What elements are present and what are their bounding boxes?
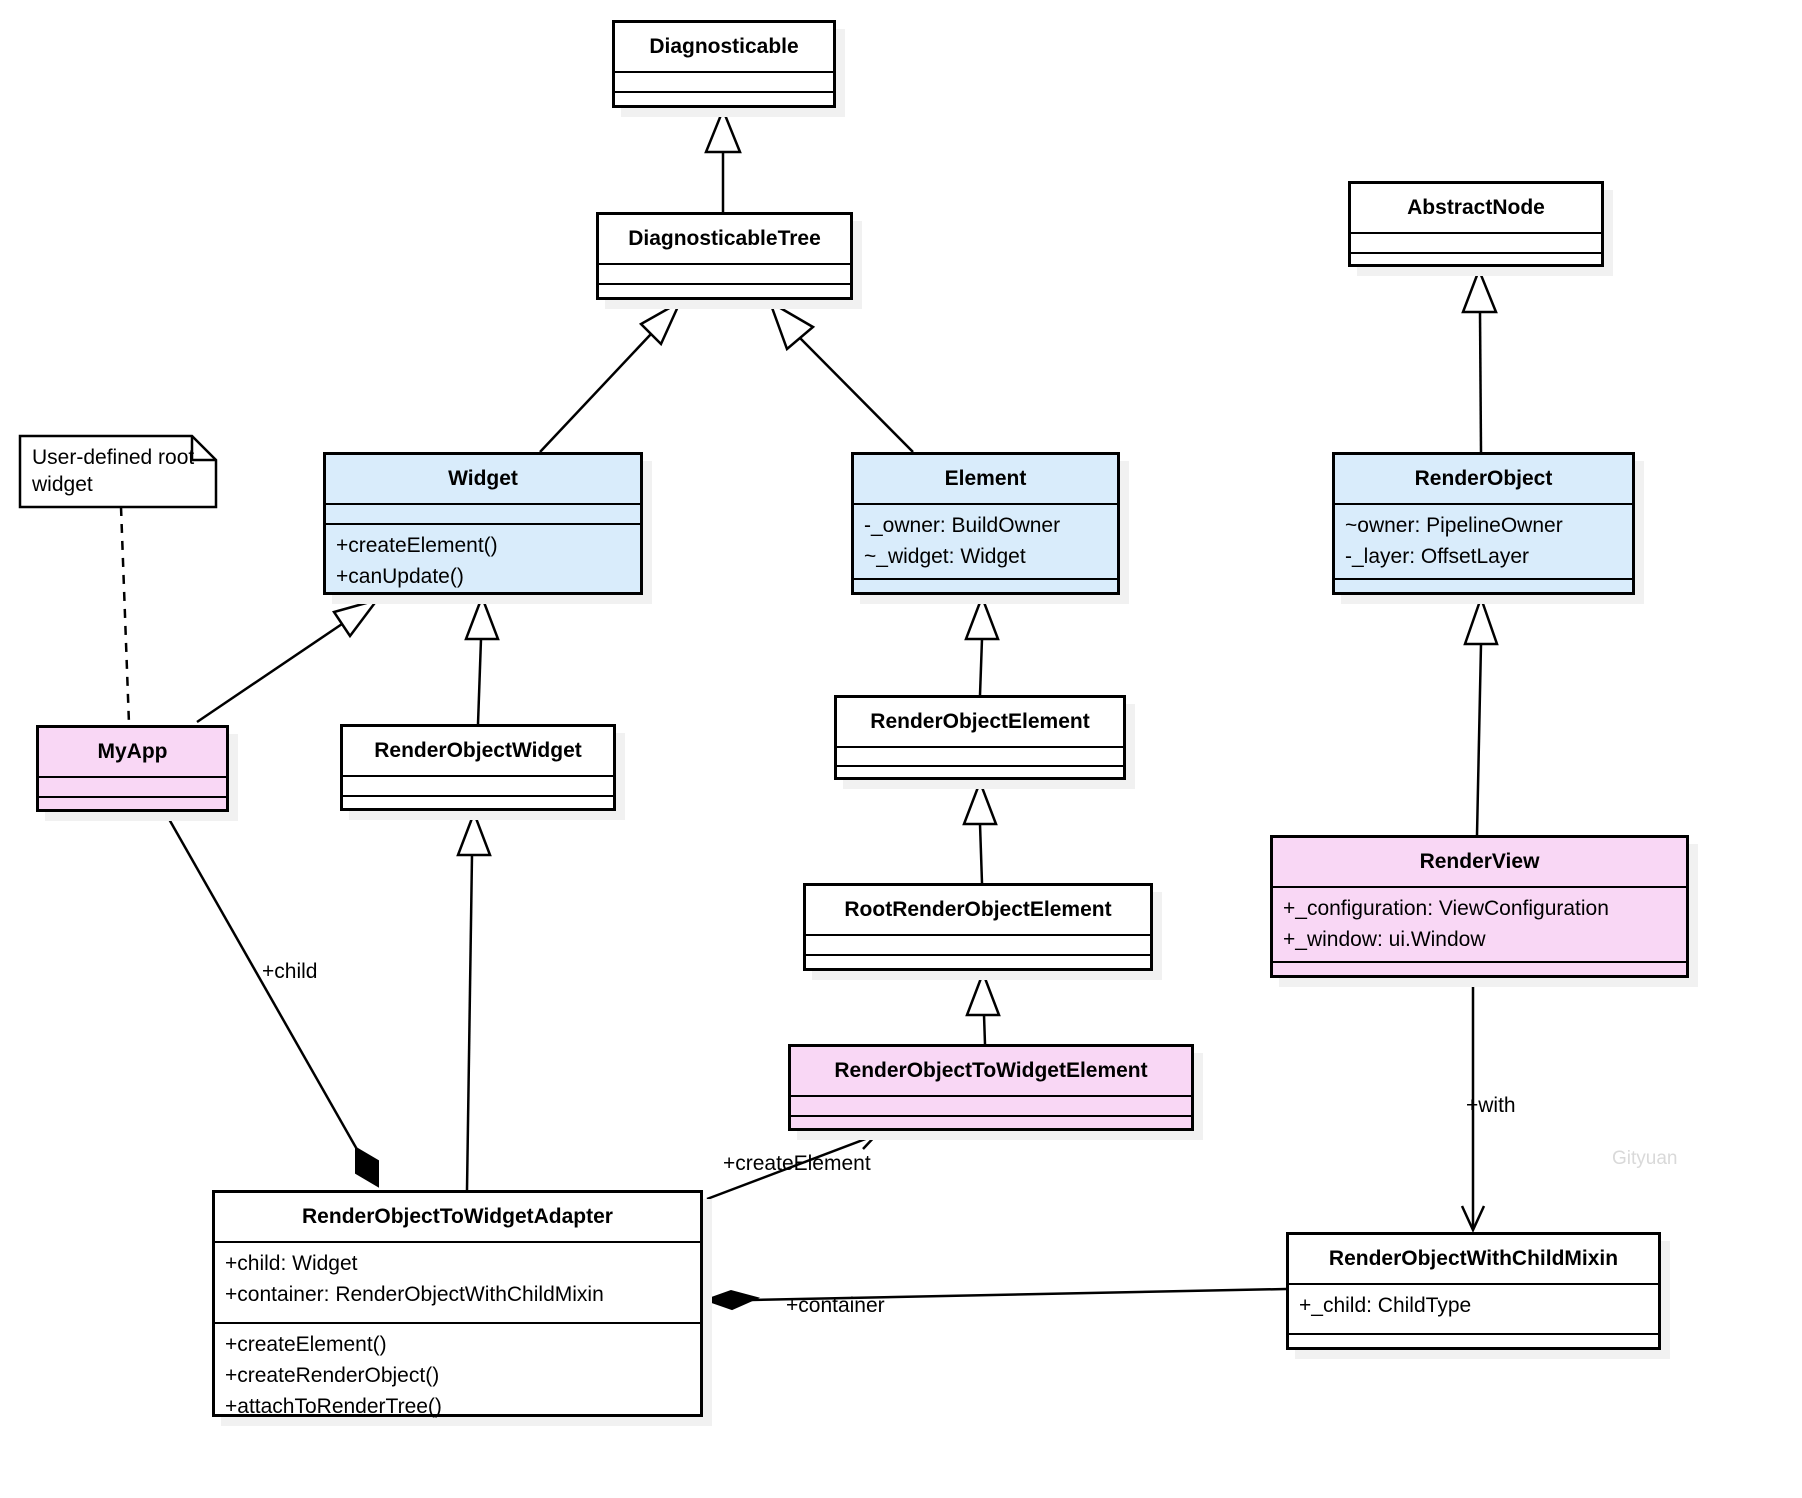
note-shape (18, 434, 218, 725)
attributes-compartment (615, 71, 833, 91)
class-title: Element (944, 467, 1027, 490)
methods-compartment: +createElement() +createRenderObject() +… (215, 1322, 700, 1422)
attributes-compartment (39, 776, 226, 796)
class-widget: Widget +createElement() +canUpdate() (323, 452, 643, 595)
class-title: MyApp (97, 740, 168, 763)
inheritance-renderobject-abstractnode (1461, 266, 1498, 453)
class-title: RenderObjectWidget (374, 739, 582, 762)
attribute: +_window: ui.Window (1283, 928, 1486, 951)
class-renderobjectelement: RenderObjectElement (834, 695, 1126, 780)
class-renderobjecttowidgetelement: RenderObjectToWidgetElement (788, 1044, 1194, 1131)
class-title: Widget (448, 467, 518, 490)
class-title: RenderView (1419, 850, 1540, 873)
class-renderobjecttowidgetadapter: RenderObjectToWidgetAdapter +child: Widg… (212, 1190, 703, 1418)
attributes-compartment: -_owner: BuildOwner ~_widget: Widget (854, 503, 1117, 578)
inheritance-renderobjectelement-element (964, 593, 1000, 696)
methods-compartment: +createElement() +canUpdate() (326, 523, 640, 592)
inheritance-rootrenderobjectelement-renderobjectelement (962, 778, 998, 884)
methods-compartment (1335, 578, 1632, 592)
attributes-compartment (343, 775, 613, 795)
method: +createRenderObject() (225, 1364, 440, 1387)
inheritance-renderobjecttowidgetadapter-renderobjectwidget (456, 809, 492, 1191)
class-title: RenderObjectWithChildMixin (1328, 1247, 1619, 1270)
attribute: -_owner: BuildOwner (864, 514, 1061, 537)
composition-container (702, 1287, 1287, 1311)
methods-compartment (854, 578, 1117, 592)
class-title: RenderObjectToWidgetAdapter (302, 1205, 613, 1228)
class-title: RenderObject (1414, 467, 1553, 490)
inheritance-renderobjectwidget-widget (464, 593, 500, 725)
class-rootrenderobjectelement: RootRenderObjectElement (803, 883, 1153, 971)
methods-compartment (343, 795, 613, 808)
class-diagnosticable: Diagnosticable (612, 20, 836, 108)
edge-label-child: +child (262, 960, 318, 983)
attribute: -_layer: OffsetLayer (1345, 545, 1530, 568)
association-createelement (706, 1129, 881, 1201)
methods-compartment (1273, 961, 1686, 975)
attributes-compartment: +_child: ChildType (1289, 1283, 1658, 1333)
class-renderobject: RenderObject ~owner: PipelineOwner -_lay… (1332, 452, 1635, 595)
attribute: +_child: ChildType (1299, 1294, 1472, 1317)
attributes-compartment (599, 263, 850, 283)
class-myapp: MyApp (36, 725, 229, 812)
methods-compartment (615, 91, 833, 105)
method: +createElement() (225, 1333, 387, 1356)
inheritance-renderobjecttowidgetelement-rootrenderobjectelement (965, 969, 1001, 1045)
class-title: RootRenderObjectElement (844, 898, 1112, 921)
inheritance-renderview-renderobject (1463, 594, 1499, 836)
class-renderobjectwidget: RenderObjectWidget (340, 724, 616, 811)
attributes-compartment: ~owner: PipelineOwner -_layer: OffsetLay… (1335, 503, 1632, 578)
attribute: +_configuration: ViewConfiguration (1283, 897, 1609, 920)
methods-compartment (837, 765, 1123, 777)
edge-label-create-element: +createElement (723, 1152, 871, 1175)
methods-compartment (806, 954, 1150, 968)
attribute: ~_widget: Widget (864, 545, 1026, 568)
attribute: +container: RenderObjectWithChildMixin (225, 1283, 604, 1306)
inheritance-element-diagnosticabletree (767, 299, 914, 453)
attributes-compartment (326, 503, 640, 523)
edge-label-with: +with (1466, 1094, 1516, 1117)
attributes-compartment (806, 934, 1150, 954)
attributes-compartment (837, 746, 1123, 765)
class-title: Diagnosticable (649, 35, 799, 58)
edge-label-container: +container (786, 1294, 885, 1317)
class-title: RenderObjectToWidgetElement (834, 1059, 1148, 1082)
attributes-compartment: +child: Widget +container: RenderObjectW… (215, 1241, 700, 1322)
inheritance-widget-diagnosticabletree (539, 299, 683, 453)
method: +createElement() (336, 534, 498, 557)
attribute: +child: Widget (225, 1252, 358, 1275)
attributes-compartment: +_configuration: ViewConfiguration +_win… (1273, 886, 1686, 961)
methods-compartment (599, 283, 850, 297)
class-title: RenderObjectElement (870, 710, 1090, 733)
class-element: Element -_owner: BuildOwner ~_widget: Wi… (851, 452, 1120, 595)
class-title: AbstractNode (1407, 196, 1545, 219)
method: +canUpdate() (336, 565, 464, 588)
methods-compartment (1289, 1333, 1658, 1347)
methods-compartment (39, 796, 226, 809)
attribute: ~owner: PipelineOwner (1345, 514, 1563, 537)
composition-child (163, 811, 379, 1188)
watermark: Gityuan (1612, 1148, 1678, 1169)
note-user-defined-root-widget: User-defined root widget (32, 446, 195, 496)
inheritance-myapp-widget (196, 597, 381, 724)
class-abstractnode: AbstractNode (1348, 181, 1604, 267)
method: +attachToRenderTree() (225, 1395, 442, 1418)
attributes-compartment (1351, 232, 1601, 252)
association-with (1460, 978, 1486, 1234)
methods-compartment (791, 1115, 1191, 1128)
inheritance-diagnosticabletree-diagnosticable (704, 106, 742, 212)
class-diagnosticabletree: DiagnosticableTree (596, 212, 853, 300)
class-renderobjectwithchildmixin: RenderObjectWithChildMixin +_child: Chil… (1286, 1232, 1661, 1350)
class-title: DiagnosticableTree (628, 227, 821, 250)
attributes-compartment (791, 1095, 1191, 1115)
class-renderview: RenderView +_configuration: ViewConfigur… (1270, 835, 1689, 978)
methods-compartment (1351, 252, 1601, 264)
